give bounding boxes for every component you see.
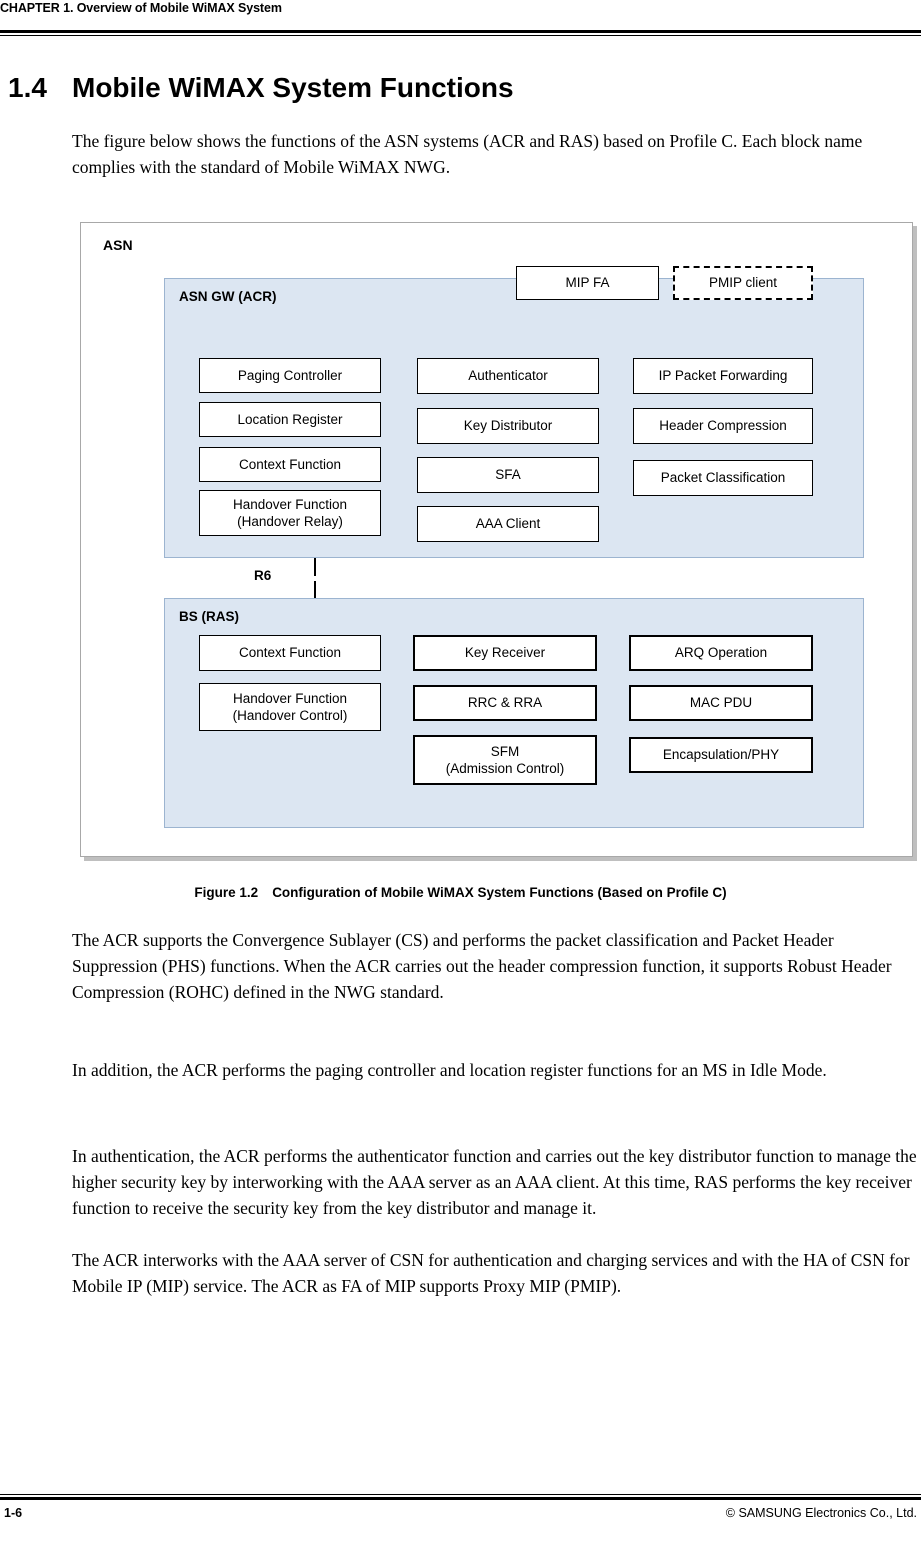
block-mip-fa: MIP FA xyxy=(516,266,659,300)
block-handover-function-control-line1: Handover Function xyxy=(232,691,348,706)
chapter-header-text: CHAPTER 1. Overview of Mobile WiMAX Syst… xyxy=(0,1,282,15)
figure-diagram: ASN ASN GW (ACR) MIP FA PMIP client Pagi… xyxy=(80,222,918,862)
figure-caption-number: Figure 1.2 xyxy=(194,885,259,900)
asn-gw-panel-title: ASN GW (ACR) xyxy=(179,289,277,304)
footer-rule-thin xyxy=(0,1494,921,1495)
block-rrc-rra: RRC & RRA xyxy=(413,685,597,721)
block-handover-function-control: Handover Function (Handover Control) xyxy=(199,683,381,731)
asn-label: ASN xyxy=(103,237,133,253)
r6-line-lower xyxy=(314,581,316,599)
header-rule-thick xyxy=(0,30,921,33)
paragraph-acr-cs: The ACR supports the Convergence Sublaye… xyxy=(72,930,892,1002)
r6-line-upper xyxy=(314,558,316,576)
paragraph-csn-interworking: The ACR interworks with the AAA server o… xyxy=(72,1250,910,1296)
section-number: 1.4 xyxy=(8,72,47,103)
block-authenticator: Authenticator xyxy=(417,358,599,394)
block-sfm-line1: SFM xyxy=(490,744,520,759)
block-header-compression: Header Compression xyxy=(633,408,813,444)
block-mac-pdu: MAC PDU xyxy=(629,685,813,721)
block-handover-function-relay: Handover Function (Handover Relay) xyxy=(199,490,381,536)
bs-ras-panel-title: BS (RAS) xyxy=(179,609,239,624)
block-packet-classification: Packet Classification xyxy=(633,460,813,496)
r6-label: R6 xyxy=(254,568,272,583)
asn-outer-frame: ASN ASN GW (ACR) MIP FA PMIP client Pagi… xyxy=(80,222,913,857)
paragraph-authentication: In authentication, the ACR performs the … xyxy=(72,1146,917,1218)
block-pmip-client: PMIP client xyxy=(673,266,813,300)
block-aaa-client: AAA Client xyxy=(417,506,599,542)
block-key-receiver: Key Receiver xyxy=(413,635,597,671)
block-context-function-ras: Context Function xyxy=(199,635,381,671)
block-handover-function-relay-line2: (Handover Relay) xyxy=(237,514,343,529)
block-arq-operation: ARQ Operation xyxy=(629,635,813,671)
block-key-distributor: Key Distributor xyxy=(417,408,599,444)
block-location-register: Location Register xyxy=(199,402,381,437)
paragraph-idle-mode: In addition, the ACR performs the paging… xyxy=(72,1060,827,1080)
block-context-function-acr: Context Function xyxy=(199,447,381,482)
block-handover-function-control-line2: (Handover Control) xyxy=(232,708,348,723)
intro-paragraph: The figure below shows the functions of … xyxy=(72,131,863,177)
block-encapsulation-phy: Encapsulation/PHY xyxy=(629,737,813,773)
copyright-notice: © SAMSUNG Electronics Co., Ltd. xyxy=(725,1506,917,1520)
header-rule-thin xyxy=(0,35,921,36)
block-paging-controller: Paging Controller xyxy=(199,358,381,393)
figure-caption: Figure 1.2 Configuration of Mobile WiMAX … xyxy=(0,885,921,900)
block-handover-function-relay-line1: Handover Function xyxy=(232,497,348,512)
page-number: 1-6 xyxy=(4,1506,23,1520)
figure-caption-text: Configuration of Mobile WiMAX System Fun… xyxy=(272,885,727,900)
footer-rule-thick xyxy=(0,1497,921,1500)
page-title: Mobile WiMAX System Functions xyxy=(72,72,514,103)
block-ip-packet-forwarding: IP Packet Forwarding xyxy=(633,358,813,394)
block-sfa: SFA xyxy=(417,457,599,493)
block-sfm-line2: (Admission Control) xyxy=(445,761,565,776)
page-header: CHAPTER 1. Overview of Mobile WiMAX Syst… xyxy=(0,0,921,36)
block-sfm-admission-control: SFM (Admission Control) xyxy=(413,735,597,785)
